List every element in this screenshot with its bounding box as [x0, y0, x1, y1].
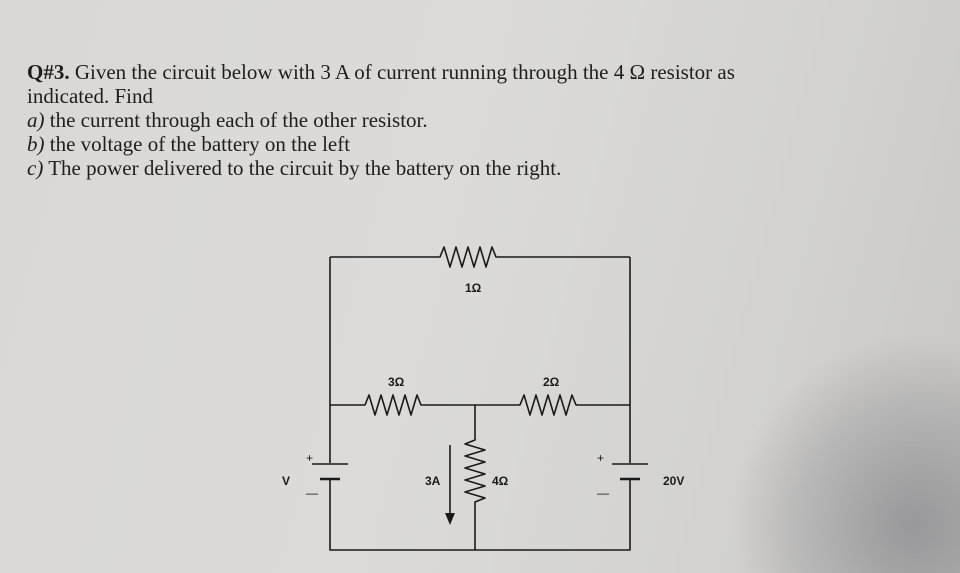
item-text: the voltage of the battery on the left	[44, 132, 351, 156]
left-battery	[312, 463, 348, 481]
resistor-3-ohm-label: 3Ω	[388, 375, 405, 389]
question-item-c: c) The power delivered to the circuit by…	[27, 156, 942, 180]
bottom-wire	[329, 480, 631, 551]
question-line-1-text: Given the circuit below with 3 A of curr…	[69, 60, 735, 84]
resistor-1-ohm-label: 1Ω	[465, 281, 482, 295]
circuit-diagram: 1Ω 3Ω 2Ω 4Ω 3A V 20V + — + —	[282, 246, 684, 551]
right-plus-sign: +	[597, 451, 604, 465]
item-text: The power delivered to the circuit by th…	[43, 156, 562, 180]
right-minus-sign: —	[597, 486, 609, 500]
current-label: 3A	[425, 474, 441, 488]
middle-wire	[330, 394, 630, 416]
question-line-2: indicated. Find	[27, 84, 153, 108]
center-branch	[464, 405, 486, 550]
item-letter: b)	[27, 132, 45, 156]
item-letter: c)	[27, 156, 44, 180]
item-letter: a)	[27, 108, 45, 132]
question-item-b: b) the voltage of the battery on the lef…	[27, 132, 942, 156]
resistor-4-ohm-label: 4Ω	[492, 474, 509, 488]
left-battery-label: V	[282, 474, 290, 488]
current-arrow	[445, 445, 455, 525]
left-minus-sign: —	[306, 486, 318, 500]
top-wire	[330, 246, 630, 268]
item-text: the current through each of the other re…	[44, 108, 428, 132]
left-plus-sign: +	[306, 451, 313, 465]
hand-shadow	[730, 333, 960, 573]
resistor-2-ohm-label: 2Ω	[543, 375, 560, 389]
question-number: Q#3.	[27, 60, 70, 84]
right-battery-label: 20V	[663, 474, 684, 488]
question-line-1: Q#3. Given the circuit below with 3 A of…	[27, 60, 942, 84]
right-battery	[612, 463, 648, 481]
question-item-a: a) the current through each of the other…	[27, 108, 942, 132]
question-text: Q#3. Given the circuit below with 3 A of…	[27, 60, 942, 180]
